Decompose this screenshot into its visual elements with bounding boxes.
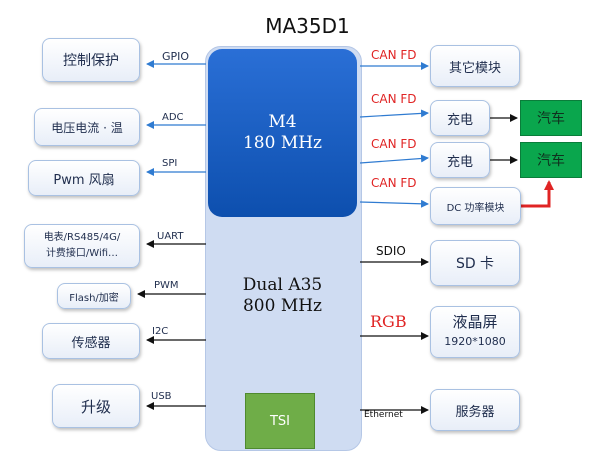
sd-card-box: SD 卡	[430, 240, 520, 286]
spi-label: SPI	[162, 158, 178, 169]
can-fd-label-2: CAN FD	[371, 92, 417, 106]
sensor-box: 传感器	[42, 323, 140, 359]
tsi-block: TSI	[245, 393, 315, 449]
car-label-2: 汽车	[537, 153, 565, 169]
lcd-resolution-label: 1920*1080	[444, 335, 506, 348]
can2-arrow	[359, 109, 429, 118]
dc-power-module-box: DC 功率模块	[430, 187, 521, 225]
diagram-title: MA35D1	[265, 14, 350, 38]
ethernet-label: Ethernet	[364, 410, 403, 420]
charging-box-2: 充电	[430, 142, 490, 178]
charging-label-1: 充电	[446, 112, 473, 128]
voltage-current-label: 电压电流 · 温	[51, 120, 123, 135]
meter-interface-line1: 电表/RS485/4G/	[43, 232, 121, 243]
control-protection-label: 控制保护	[63, 53, 119, 69]
a35-frequency: 800 MHz	[242, 296, 323, 316]
upgrade-box: 升级	[52, 384, 140, 428]
can4-arrow	[359, 199, 429, 208]
charging-label-2: 充电	[446, 154, 473, 170]
sdio-label: SDIO	[376, 244, 406, 258]
other-modules-label: 其它模块	[448, 60, 501, 76]
uart-label: UART	[157, 231, 184, 242]
lcd-screen-label: 液晶屏	[452, 313, 498, 331]
dc-car-arrow	[521, 180, 554, 208]
adc-label: ADC	[162, 112, 184, 123]
a35-name: Dual A35	[242, 275, 323, 295]
car-box-1: 汽车	[520, 100, 582, 136]
meter-interface-box: 电表/RS485/4G/ 计费接口/Wifi…	[24, 224, 140, 268]
control-protection-box: 控制保护	[42, 38, 140, 82]
pwm-fan-box: Pwm 风扇	[28, 160, 140, 196]
m4-core: M4 180 MHz	[208, 49, 357, 217]
pwm-label: PWM	[154, 280, 179, 291]
lcd-screen-box: 液晶屏 1920*1080	[430, 306, 520, 358]
gpio-label: GPIO	[162, 50, 190, 63]
usb-label: USB	[151, 391, 172, 402]
can-fd-label-1: CAN FD	[371, 48, 417, 62]
car-label-1: 汽车	[537, 111, 565, 127]
upgrade-label: 升级	[80, 397, 111, 416]
m4-name: M4	[268, 112, 297, 132]
can-fd-label-3: CAN FD	[371, 137, 417, 151]
flash-encryption-label: Flash/加密	[69, 292, 119, 304]
voltage-current-box: 电压电流 · 温	[34, 108, 140, 146]
rgb-label: RGB	[370, 312, 407, 331]
other-modules-box: 其它模块	[430, 45, 520, 87]
m4-frequency: 180 MHz	[242, 133, 323, 153]
sd-card-label: SD 卡	[455, 256, 495, 272]
server-box: 服务器	[430, 389, 520, 431]
i2c-label: I2C	[152, 326, 169, 337]
meter-interface-line2: 计费接口/Wifi…	[45, 248, 119, 259]
charging-box-1: 充电	[430, 100, 490, 136]
server-label: 服务器	[455, 404, 495, 420]
flash-encryption-box: Flash/加密	[57, 283, 131, 309]
pwm-fan-label: Pwm 风扇	[53, 172, 115, 188]
a35-core: Dual A35 800 MHz	[210, 275, 355, 317]
dc-power-module-label: DC 功率模块	[446, 202, 505, 214]
can-fd-label-4: CAN FD	[371, 176, 417, 190]
sensor-label: 传感器	[71, 335, 111, 351]
car-box-2: 汽车	[520, 142, 582, 178]
can3-arrow	[359, 154, 429, 164]
